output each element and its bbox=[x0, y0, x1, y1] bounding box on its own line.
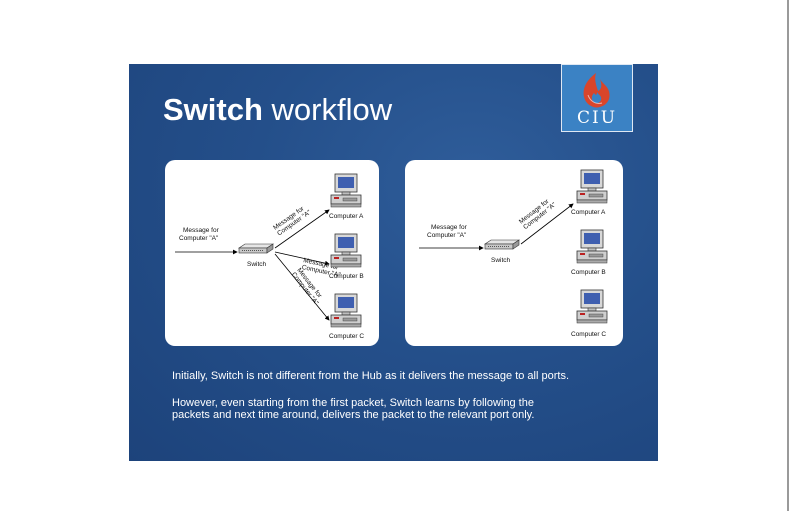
paragraph-learning: However, even starting from the first pa… bbox=[172, 397, 534, 421]
computer-b-icon bbox=[576, 229, 608, 264]
title-bold: Switch bbox=[163, 92, 263, 127]
slide-title: Switch workflow bbox=[163, 92, 392, 128]
message-label-line1: Message for bbox=[183, 227, 220, 234]
computer-a-label: Computer A bbox=[329, 213, 364, 220]
computer-b-label: Computer B bbox=[329, 273, 364, 280]
paragraph-learning-line2: packets and next time around, delivers t… bbox=[172, 409, 535, 421]
message-label-line1: Message for bbox=[431, 224, 468, 231]
logo-text: CIU bbox=[576, 108, 618, 128]
computer-b-icon bbox=[330, 233, 362, 268]
computer-a-icon bbox=[330, 173, 362, 208]
switch-label: Switch bbox=[247, 261, 267, 268]
computer-c-label: Computer C bbox=[571, 331, 606, 338]
computer-a-icon bbox=[576, 169, 608, 204]
computer-b-label: Computer B bbox=[571, 269, 606, 276]
diagram-panel-broadcast: Message for Computer "A" Switch Message … bbox=[165, 160, 379, 346]
svg-text:Message for: Message for bbox=[183, 227, 220, 234]
switch-label: Switch bbox=[491, 257, 511, 264]
flame-icon bbox=[583, 73, 610, 108]
switch-icon bbox=[484, 239, 520, 250]
paragraph-learning-line1: However, even starting from the first pa… bbox=[172, 397, 534, 409]
computer-c-icon bbox=[576, 289, 608, 324]
switch-icon bbox=[238, 243, 274, 254]
svg-text:Computer "A": Computer "A" bbox=[427, 232, 467, 239]
computer-c-icon bbox=[330, 293, 362, 328]
diagram-panel-learned: Message for Computer "A" Switch Message … bbox=[405, 160, 623, 346]
svg-text:Message for: Message for bbox=[431, 224, 468, 231]
message-label-line2: Computer "A" bbox=[179, 235, 219, 242]
ciu-logo: CIU bbox=[561, 64, 633, 132]
paragraph-initial: Initially, Switch is not different from … bbox=[172, 370, 569, 382]
page-edge-line bbox=[787, 0, 789, 511]
slide: Switch workflow CIU bbox=[129, 64, 658, 461]
svg-text:Computer "A": Computer "A" bbox=[179, 235, 219, 242]
computer-a-label: Computer A bbox=[571, 209, 606, 216]
title-rest: workflow bbox=[262, 92, 393, 127]
computer-c-label: Computer C bbox=[329, 333, 364, 340]
message-label-line2: Computer "A" bbox=[427, 232, 467, 239]
